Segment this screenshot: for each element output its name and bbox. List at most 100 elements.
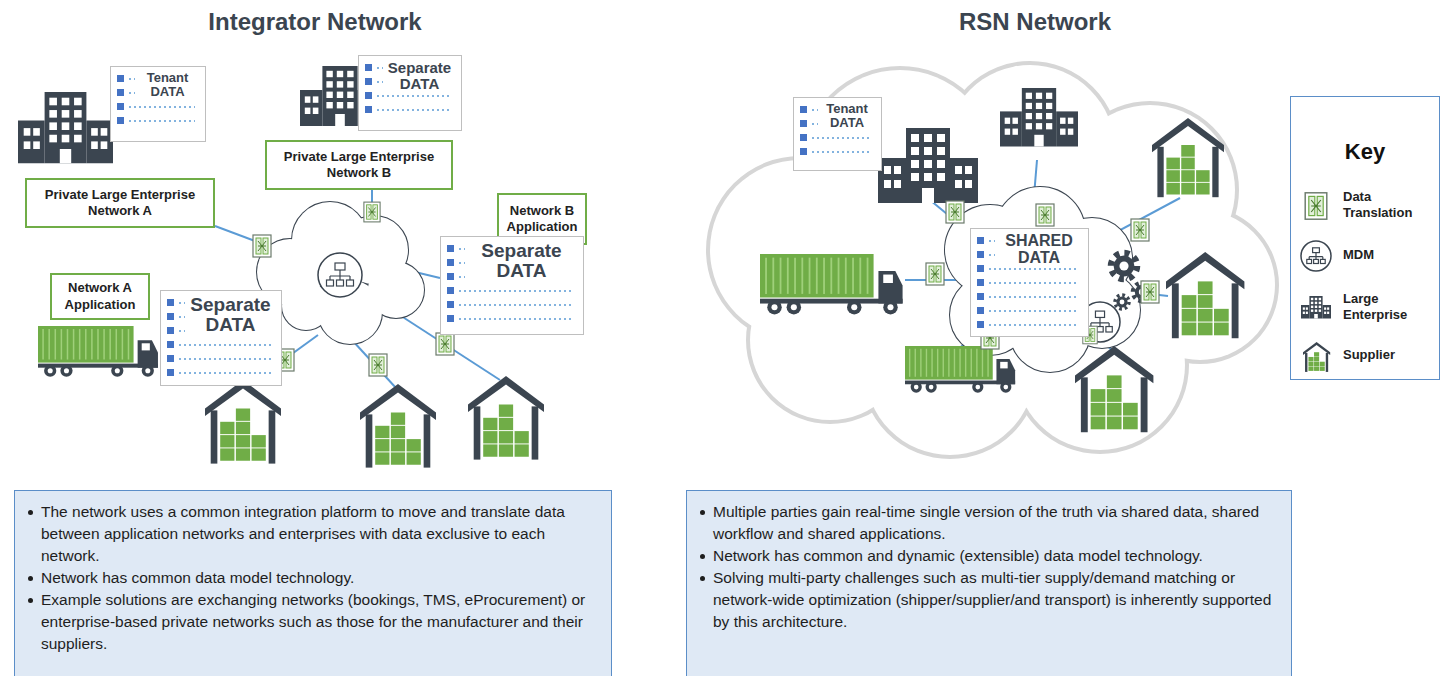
container-rib xyxy=(801,258,803,294)
supplier-icon xyxy=(1075,346,1153,432)
dotted-line xyxy=(377,81,451,83)
cab xyxy=(996,359,1015,384)
dotted-line xyxy=(179,372,271,374)
crate xyxy=(1198,323,1213,336)
window xyxy=(326,102,332,108)
crate xyxy=(1107,417,1122,430)
window xyxy=(62,122,70,130)
window xyxy=(62,110,70,118)
supplier-icon xyxy=(1152,118,1224,197)
crate xyxy=(375,439,389,451)
wall xyxy=(1081,377,1088,432)
window xyxy=(1026,113,1032,119)
container-rib xyxy=(959,349,960,377)
crate xyxy=(499,431,513,443)
door xyxy=(60,149,71,163)
wheel xyxy=(142,365,154,377)
hub xyxy=(115,368,120,373)
hub xyxy=(771,304,777,310)
window xyxy=(24,141,31,149)
crate xyxy=(1214,323,1229,336)
crate xyxy=(236,448,250,460)
bullet-square xyxy=(167,313,174,320)
dotted-line xyxy=(989,324,1078,326)
supplier-icon xyxy=(205,380,281,464)
window xyxy=(1315,298,1317,300)
crate xyxy=(1182,309,1197,322)
window xyxy=(347,92,353,98)
hub xyxy=(64,368,69,373)
building-icon xyxy=(1000,88,1078,147)
window xyxy=(884,166,891,174)
network-label-box: Network A Application xyxy=(50,273,150,320)
crate xyxy=(1107,403,1122,416)
window xyxy=(101,141,108,149)
crate xyxy=(1196,183,1210,195)
rsn-illustration xyxy=(710,65,1275,455)
truck-icon xyxy=(760,254,903,314)
cab xyxy=(138,340,158,367)
wall xyxy=(474,406,481,459)
legend-row: Supplier xyxy=(1299,335,1437,375)
document-title: Tenant DATA xyxy=(135,71,200,98)
cab-window xyxy=(1000,362,1007,369)
window xyxy=(33,128,40,136)
legend-text: Data Translation xyxy=(1343,185,1437,225)
legend-text: MDM xyxy=(1343,235,1437,275)
window xyxy=(1315,302,1317,304)
container-rib xyxy=(67,329,69,360)
mdm-icon xyxy=(1301,241,1331,271)
window xyxy=(74,135,82,143)
container-rib xyxy=(909,349,910,377)
bullet-square xyxy=(167,369,174,376)
bullet-text: Network has common data model technology… xyxy=(41,569,354,586)
window xyxy=(74,98,82,106)
dotted-line xyxy=(989,254,1078,256)
window xyxy=(884,180,891,188)
window xyxy=(1324,307,1326,309)
window xyxy=(337,92,343,98)
icon-part xyxy=(926,263,944,285)
icon-part xyxy=(281,355,289,365)
container-rib xyxy=(926,349,927,377)
wall xyxy=(532,406,539,459)
dotted-line xyxy=(179,302,271,304)
container-rib xyxy=(809,258,811,294)
window xyxy=(1306,307,1308,309)
legend-text: Large Enterprise xyxy=(1343,287,1437,327)
container-rib xyxy=(931,349,932,377)
window xyxy=(924,173,932,181)
window xyxy=(911,134,919,142)
crate xyxy=(499,405,513,417)
supplier-icon xyxy=(1166,252,1244,338)
crate xyxy=(483,444,497,456)
icon-part xyxy=(1095,311,1104,317)
description-panel: The network uses a common integration pl… xyxy=(14,490,612,676)
dotted-line xyxy=(179,330,271,332)
hub xyxy=(975,385,980,390)
window xyxy=(62,98,70,106)
container-rib xyxy=(780,258,782,294)
window xyxy=(49,110,57,118)
bullet-item: The network uses a common integration pl… xyxy=(41,501,597,567)
window xyxy=(1303,312,1305,314)
container-rib xyxy=(965,349,966,377)
crate xyxy=(407,439,421,451)
container-rib xyxy=(816,258,818,294)
data-translation-icon xyxy=(253,235,271,257)
crate xyxy=(499,444,513,456)
wheel xyxy=(44,365,56,377)
box-label: Private Large Enterprise Network A xyxy=(33,187,207,220)
icon-part xyxy=(946,201,964,223)
container-rib xyxy=(116,329,118,360)
container-rib xyxy=(55,329,57,360)
document-title: Separate DATA xyxy=(465,241,578,281)
cloud-fill xyxy=(850,110,1150,410)
window xyxy=(1036,113,1042,119)
window xyxy=(305,96,311,102)
icon-part xyxy=(330,270,350,280)
window xyxy=(1012,129,1017,135)
dotted-line xyxy=(377,67,451,69)
bullet-square xyxy=(447,287,454,294)
key-title: Key xyxy=(1291,139,1439,165)
